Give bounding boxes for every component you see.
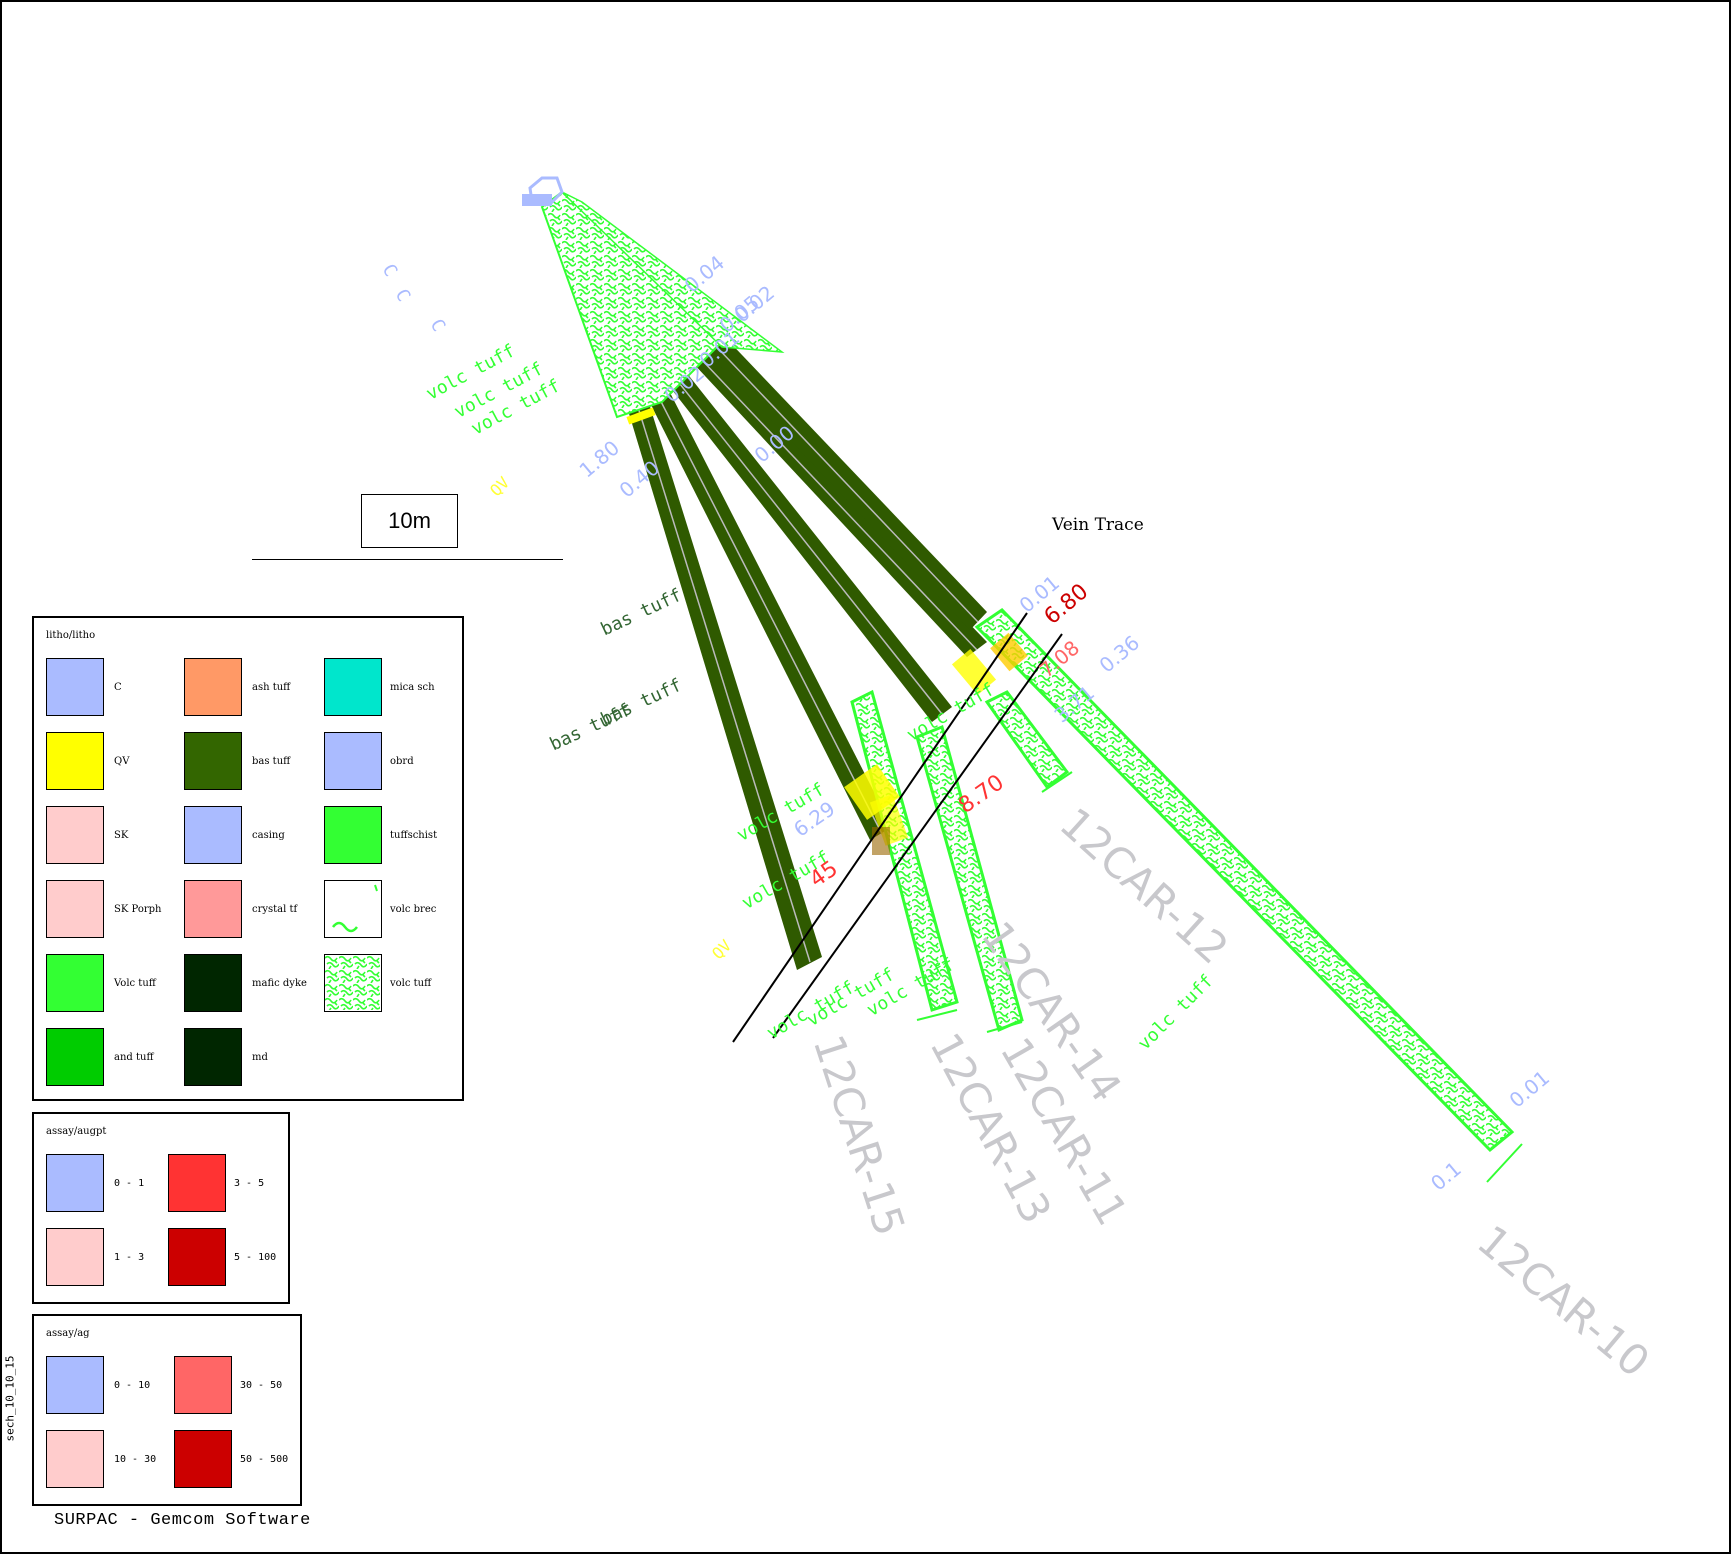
legend-label: mafic dyke xyxy=(252,978,307,989)
swatch-tuffschist xyxy=(324,806,382,864)
swatch-ag-0-10 xyxy=(46,1356,104,1414)
legend-assay-au: assay/augpt 0 - 1 3 - 5 1 - 3 5 - 100 xyxy=(32,1112,290,1304)
swatch-casing xyxy=(184,806,242,864)
bas-tuff-traces xyxy=(627,334,987,970)
swatch-sk-porph xyxy=(46,880,104,938)
breccia-pattern-icon xyxy=(325,955,380,1010)
hole-12CAR-11-volc-tuff xyxy=(915,724,1024,1033)
swatch-ash-tuff xyxy=(184,658,242,716)
legend-label: crystal tf xyxy=(252,904,298,915)
swatch-c xyxy=(46,658,104,716)
swatch-mafic-dyke xyxy=(184,954,242,1012)
legend-label: bas tuff xyxy=(252,756,291,767)
software-credit: SURPAC - Gemcom Software xyxy=(54,1511,311,1530)
section-side-label: sech_10_10_15 xyxy=(3,1355,17,1442)
hole-12CAR-15-bas-tuff xyxy=(627,397,822,970)
legend-label: 50 - 500 xyxy=(240,1454,289,1465)
legend-label: obrd xyxy=(390,756,414,767)
swatch-md xyxy=(184,1028,242,1086)
hole-12CAR-12-volc-tuff xyxy=(984,690,1070,790)
legend-label: QV xyxy=(114,756,130,767)
legend-label: 10 - 30 xyxy=(114,1454,157,1465)
swatch-au-3-5 xyxy=(168,1154,226,1212)
legend-label: 1 - 3 xyxy=(114,1252,145,1263)
legend-label: 0 - 1 xyxy=(114,1178,145,1189)
scale-bar-line xyxy=(252,559,563,560)
swatch-bas-tuff xyxy=(184,732,242,790)
swatch-au-0-1 xyxy=(46,1154,104,1212)
legend-label: tuffschist xyxy=(390,830,438,841)
swatch-obrd xyxy=(324,732,382,790)
wave-icon xyxy=(332,884,378,933)
legend-label: ash tuff xyxy=(252,682,291,693)
legend-label: and tuff xyxy=(114,1052,154,1063)
legend-lithology: litho/litho C ash tuff mica sch QV bas t… xyxy=(32,616,464,1101)
swatch-volc-brec xyxy=(324,880,382,938)
legend-label: casing xyxy=(252,830,285,841)
swatch-ag-30-50 xyxy=(174,1356,232,1414)
legend-label: SK Porph xyxy=(114,904,162,915)
legend-label: 0 - 10 xyxy=(114,1380,151,1391)
swatch-au-5-100 xyxy=(168,1228,226,1286)
swatch-sk xyxy=(46,806,104,864)
legend-label: 5 - 100 xyxy=(234,1252,277,1263)
legend-label: md xyxy=(252,1052,268,1063)
collar-marker xyxy=(522,176,564,206)
scale-bar-label: 10m xyxy=(361,494,458,548)
swatch-qv xyxy=(46,732,104,790)
swatch-ag-10-30 xyxy=(46,1430,104,1488)
legend-label: 3 - 5 xyxy=(234,1178,265,1189)
legend-title: assay/ag xyxy=(46,1328,90,1339)
vein-trace-line-1 xyxy=(732,612,1028,1043)
legend-title: assay/augpt xyxy=(46,1126,107,1137)
swatch-crystal-tf xyxy=(184,880,242,938)
hole-12CAR-10-volc-tuff xyxy=(974,608,1515,1153)
vein-trace-label: Vein Trace xyxy=(1052,515,1144,535)
swatch-volc-tuff xyxy=(46,954,104,1012)
swatch-mica-sch xyxy=(324,658,382,716)
legend-label: mica sch xyxy=(390,682,435,693)
swatch-au-1-3 xyxy=(46,1228,104,1286)
legend-label: 30 - 50 xyxy=(240,1380,283,1391)
swatch-ag-50-500 xyxy=(174,1430,232,1488)
legend-assay-ag: assay/ag 0 - 10 30 - 50 10 - 30 50 - 500 xyxy=(32,1314,302,1506)
legend-label: SK xyxy=(114,830,129,841)
vein-trace-lines xyxy=(732,612,1063,1043)
legend-label: volc brec xyxy=(390,904,437,915)
legend-label: volc tuff xyxy=(390,978,432,989)
swatch-and-tuff xyxy=(46,1028,104,1086)
legend-title: litho/litho xyxy=(46,630,96,641)
assay-blocks xyxy=(844,632,1028,855)
swatch-volc-tuff-breccia xyxy=(324,954,382,1012)
hole-end-ticks xyxy=(916,771,1523,1183)
legend-label: C xyxy=(114,682,122,693)
vein-trace-line-2 xyxy=(772,633,1063,1039)
legend-label: Volc tuff xyxy=(114,978,156,989)
